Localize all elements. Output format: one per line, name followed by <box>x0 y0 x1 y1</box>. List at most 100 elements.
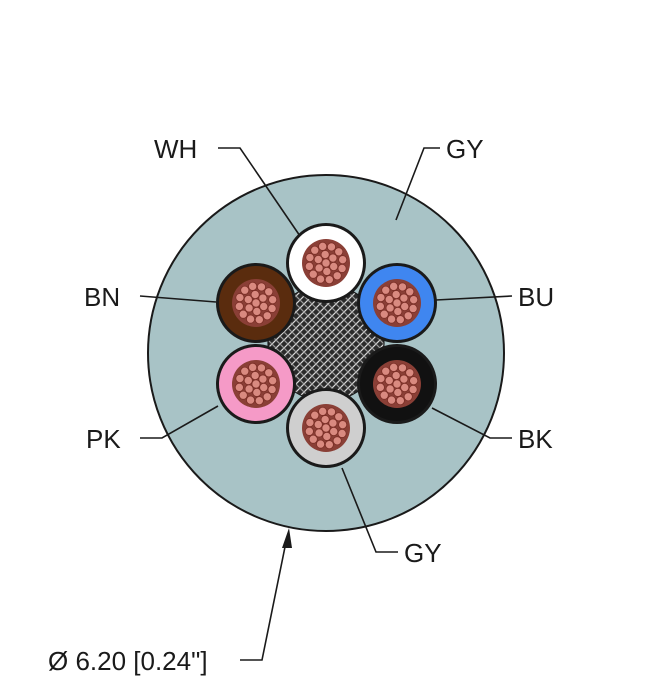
core-black-strand <box>385 384 395 394</box>
core-gray-strand <box>322 431 332 441</box>
core-gray-strand <box>329 426 339 436</box>
label-gy-core: GY <box>404 538 442 568</box>
core-white-strand <box>322 266 332 276</box>
core-white-strand <box>320 250 330 260</box>
core-brown-strand <box>267 303 277 313</box>
core-brown-strand <box>246 314 256 324</box>
core-gray-strand <box>332 436 342 446</box>
core-pink-strand <box>250 371 260 381</box>
core-white-strand <box>305 253 315 263</box>
core-gray-strand <box>316 439 326 449</box>
core-gray-strand <box>320 415 330 425</box>
core-blue-strand <box>375 301 385 311</box>
core-white-strand <box>310 245 320 255</box>
core-gray-strand <box>334 412 344 422</box>
core-black-strand <box>381 366 391 376</box>
core-black-strand <box>393 387 403 397</box>
core-brown-strand <box>268 295 278 305</box>
core-black-strand <box>389 362 399 372</box>
core-gray <box>286 388 366 468</box>
core-pink-strand <box>251 379 261 389</box>
core-black-strand <box>409 376 419 386</box>
core-white-strand <box>324 275 334 285</box>
core-gray-strand <box>338 420 348 430</box>
core-black-strand <box>397 363 407 373</box>
core-blue-strand <box>384 294 394 304</box>
diameter-arrowhead <box>282 528 292 548</box>
core-black-strand <box>405 368 415 378</box>
core-brown-strand <box>252 306 262 316</box>
core-pink-strand <box>258 374 268 384</box>
core-pink-strand <box>256 363 266 373</box>
core-black-strand <box>375 382 385 392</box>
core-blue-strand <box>405 287 415 297</box>
leader-diameter <box>240 541 287 661</box>
core-blue-strand <box>400 301 410 311</box>
core-pink-strand <box>268 376 278 386</box>
core-white-strand <box>328 253 338 263</box>
core-pink-strand <box>264 368 274 378</box>
core-black-strand <box>392 379 402 389</box>
core-blue-strand <box>392 298 402 308</box>
core-blue <box>357 263 437 343</box>
core-white-strand <box>326 242 336 252</box>
core-blue-strand <box>403 311 413 321</box>
core-white-strand <box>318 241 328 251</box>
core-blue-strand <box>381 285 391 295</box>
core-gray-strand <box>305 418 315 428</box>
core-gray-strand <box>313 419 323 429</box>
core-blue-strand <box>391 290 401 300</box>
core-white-strand <box>337 263 347 273</box>
label-wh: WH <box>154 134 197 164</box>
core-brown-strand <box>235 293 245 303</box>
core-blue-strand <box>393 306 403 316</box>
core-white-strand <box>313 254 323 264</box>
core-brown-strand <box>240 285 250 295</box>
core-brown-strand <box>238 309 248 319</box>
core-pink-strand <box>259 382 269 392</box>
core-white-strand <box>334 247 344 257</box>
core-black-strand <box>376 374 386 384</box>
core-white-strand <box>332 271 342 281</box>
core-pink-strand <box>248 362 258 372</box>
core-gray-strand <box>314 428 324 438</box>
core-pink-strand <box>246 395 256 405</box>
core-brown-strand <box>234 301 244 311</box>
core-gray-strand <box>304 426 314 436</box>
label-bn: BN <box>84 282 120 312</box>
core-brown-strand <box>248 281 258 291</box>
core-gray-strand <box>324 440 334 450</box>
core-white-strand <box>338 255 348 265</box>
core-white-strand <box>321 258 331 268</box>
core-pink-strand <box>254 396 264 406</box>
core-pink <box>216 344 296 424</box>
core-pink-strand <box>252 387 262 397</box>
core-blue-strand <box>397 282 407 292</box>
core-brown <box>216 263 296 343</box>
core-white-strand <box>316 274 326 284</box>
core-gray-strand <box>321 423 331 433</box>
core-brown-strand <box>258 293 268 303</box>
core-blue-strand <box>399 293 409 303</box>
core-pink-strand <box>244 384 254 394</box>
core-blue-strand <box>409 295 419 305</box>
label-bu: BU <box>518 282 554 312</box>
core-gray-strand <box>328 418 338 428</box>
core-brown-strand <box>251 298 261 308</box>
leader-bu <box>435 295 513 301</box>
core-black-strand <box>395 396 405 406</box>
core-white-strand <box>329 261 339 271</box>
core-blue-strand <box>379 309 389 319</box>
label-diameter: Ø 6.20 [0.24"] <box>48 646 208 676</box>
core-brown-strand <box>250 290 260 300</box>
leader-bk <box>431 407 512 439</box>
label-bk: BK <box>518 424 553 454</box>
core-pink-strand <box>240 366 250 376</box>
core-black-strand <box>379 390 389 400</box>
label-gy-jacket: GY <box>446 134 484 164</box>
core-brown-strand <box>256 282 266 292</box>
core-pink-strand <box>235 374 245 384</box>
core-white-strand <box>304 261 314 271</box>
label-pk: PK <box>86 424 121 454</box>
